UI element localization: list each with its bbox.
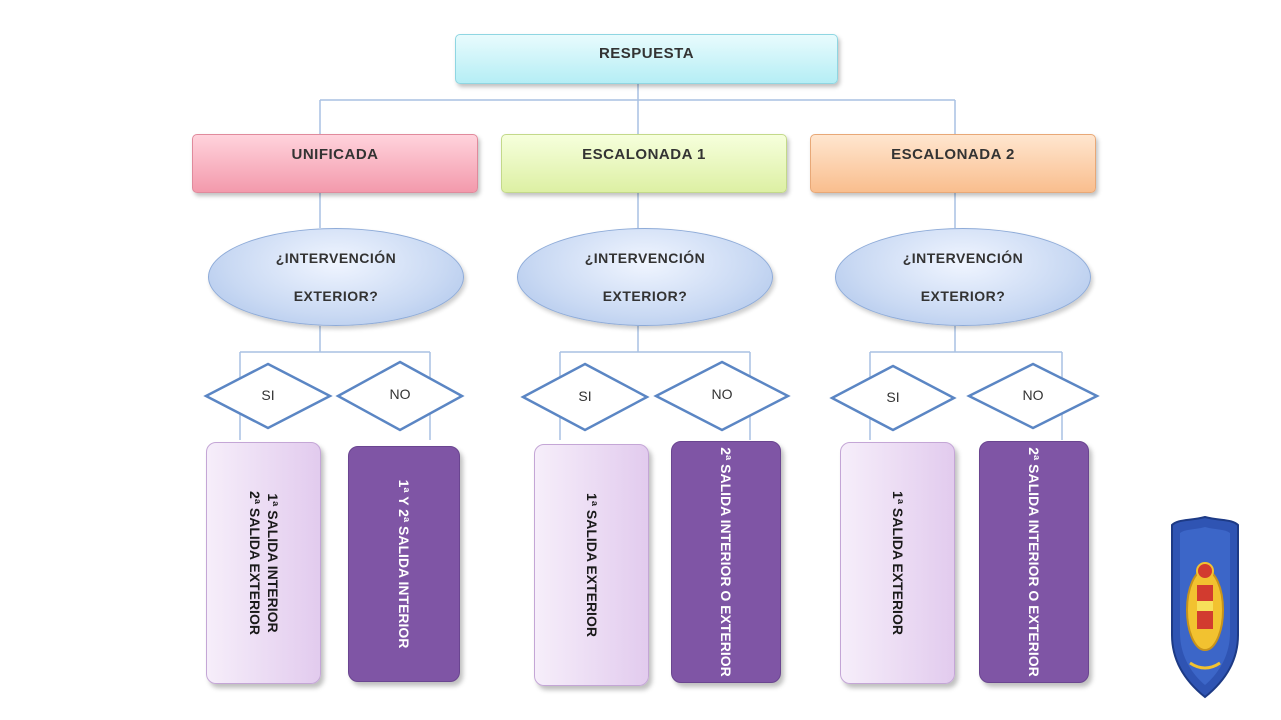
question-node-1: ¿INTERVENCIÓN EXTERIOR? [208,228,464,326]
unificada-node: UNIFICADA [192,134,478,193]
question-line-2: EXTERIOR? [920,288,1006,304]
diamond-no-1 [335,360,465,432]
output-si-2: 1ª SALIDA EXTERIOR [534,444,649,686]
question-line-2: EXTERIOR? [602,288,688,304]
question-line-1: ¿INTERVENCIÓN [275,250,397,266]
question-node-2: ¿INTERVENCIÓN EXTERIOR? [517,228,773,326]
output-line: 2ª SALIDA INTERIOR O EXTERIOR [718,447,734,677]
escalonada-2-node: ESCALONADA 2 [810,134,1096,193]
diamond-si-1 [203,362,333,430]
question-line-1: ¿INTERVENCIÓN [584,250,706,266]
si-label-2: SI [578,388,592,404]
output-si-3: 1ª SALIDA EXTERIOR [840,442,955,684]
output-line: 1ª SALIDA INTERIOR [264,493,281,633]
diamond-si-2 [520,362,650,432]
output-line: 2ª SALIDA INTERIOR O EXTERIOR [1026,447,1042,677]
question-line-2: EXTERIOR? [293,288,379,304]
output-line: 2ª SALIDA EXTERIOR [246,491,263,635]
output-line: 1ª SALIDA EXTERIOR [889,491,906,635]
escalonada-1-node: ESCALONADA 1 [501,134,787,193]
diamond-no-2 [653,360,791,432]
no-label-3: NO [1022,387,1044,403]
emblem-badge-icon [1171,515,1239,699]
question-line-1: ¿INTERVENCIÓN [902,250,1024,266]
respuesta-node: RESPUESTA [455,34,838,84]
output-no-1: 1ª Y 2ª SALIDA INTERIOR [348,446,460,682]
output-si-1: 1ª SALIDA INTERIOR 2ª SALIDA EXTERIOR [206,442,321,684]
output-no-3: 2ª SALIDA INTERIOR O EXTERIOR [979,441,1089,683]
question-node-3: ¿INTERVENCIÓN EXTERIOR? [835,228,1091,326]
si-label-1: SI [261,387,275,403]
diamond-no-3 [966,362,1100,430]
no-label-2: NO [711,386,733,402]
output-line: 1ª Y 2ª SALIDA INTERIOR [396,479,412,649]
diamond-si-3 [829,364,957,432]
si-label-3: SI [886,389,900,405]
output-line: 1ª SALIDA EXTERIOR [583,493,600,637]
output-no-2: 2ª SALIDA INTERIOR O EXTERIOR [671,441,781,683]
no-label-1: NO [389,386,411,402]
